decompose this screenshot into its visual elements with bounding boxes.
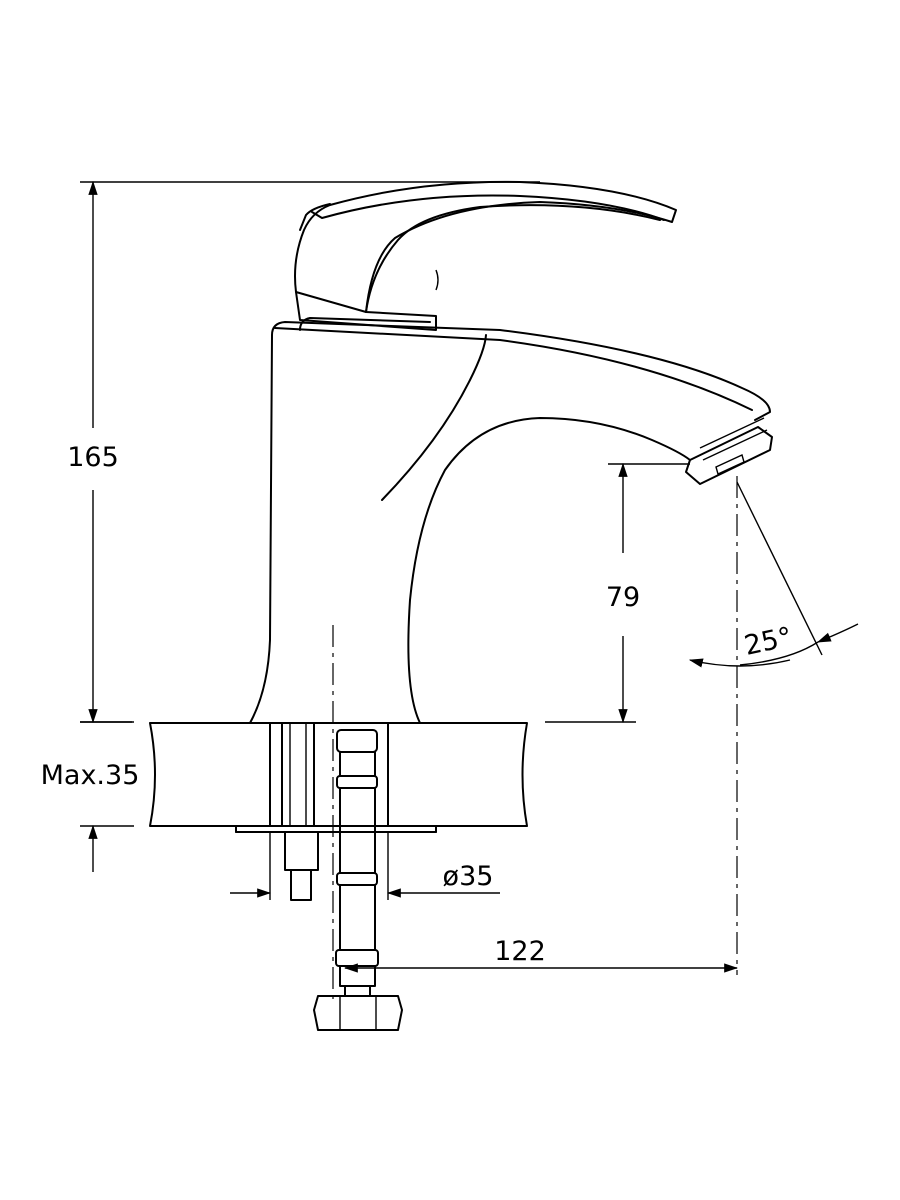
dimension-reach-122: 122 <box>343 936 739 973</box>
label-122: 122 <box>494 936 546 967</box>
aerator <box>685 417 773 485</box>
dimension-max-35: Max.35 <box>41 721 140 872</box>
centerlines <box>332 476 738 1000</box>
faucet-body <box>249 317 771 724</box>
lever-handle <box>294 180 677 331</box>
supply-hose <box>313 729 403 1031</box>
label-max-35: Max.35 <box>41 760 140 791</box>
dimension-hole-diameter-35: ø35 <box>230 832 500 900</box>
label-165: 165 <box>67 442 119 473</box>
dimension-spout-height-79: 79 <box>545 462 690 724</box>
mounting-stud <box>281 722 319 901</box>
dimension-angle-25: 25° <box>688 481 859 668</box>
label-diameter-35: ø35 <box>443 861 494 892</box>
dimension-height-165: 165 <box>67 180 540 724</box>
label-79: 79 <box>606 582 640 613</box>
